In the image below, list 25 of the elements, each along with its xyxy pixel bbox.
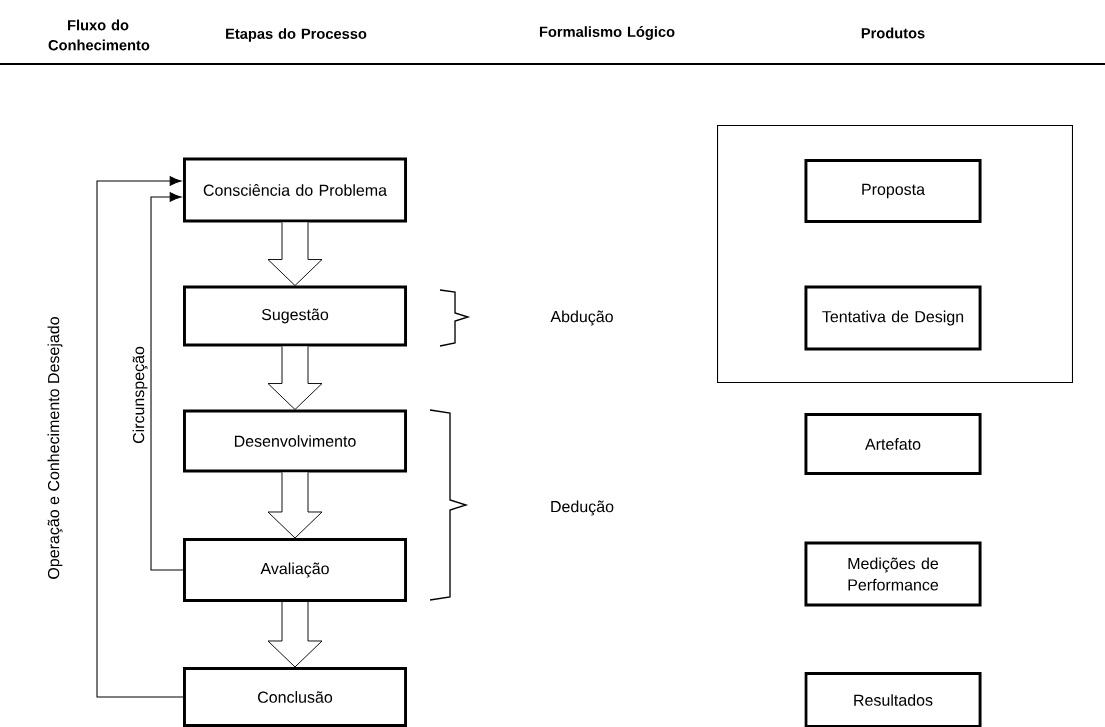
product-box: Tentativa de Design: [804, 285, 982, 351]
group-frame: [717, 124, 1073, 384]
block-arrow: [267, 472, 323, 539]
feedback-arrow: [96, 176, 184, 698]
logic-label: Dedução: [551, 500, 614, 516]
process-box: Consciência do Problema: [183, 157, 407, 223]
feedback-arrow: [150, 192, 184, 571]
column-heading: Etapas do Processo: [226, 28, 367, 42]
product-box: Artefato: [804, 413, 982, 475]
process-box: Avaliação: [183, 538, 407, 602]
process-box: Sugestão: [183, 285, 407, 347]
column-heading: Fluxo do Conhecimento: [48, 19, 150, 51]
product-box: Resultados: [804, 672, 982, 727]
block-arrow: [267, 346, 323, 410]
column-heading: Produtos: [861, 27, 925, 39]
process-box: Conclusão: [183, 667, 407, 727]
edge-label: Operação e Conhecimento Desejado: [46, 315, 64, 581]
product-box: Proposta: [804, 159, 982, 223]
process-box: Desenvolvimento: [183, 409, 407, 473]
block-arrow: [267, 222, 323, 286]
logic-label: Abdução: [550, 310, 613, 326]
block-arrow: [267, 601, 323, 668]
product-box: Medições de Performance: [804, 541, 982, 607]
edge-label: Circunspeção: [131, 344, 149, 446]
column-heading: Formalismo Lógico: [539, 26, 675, 40]
